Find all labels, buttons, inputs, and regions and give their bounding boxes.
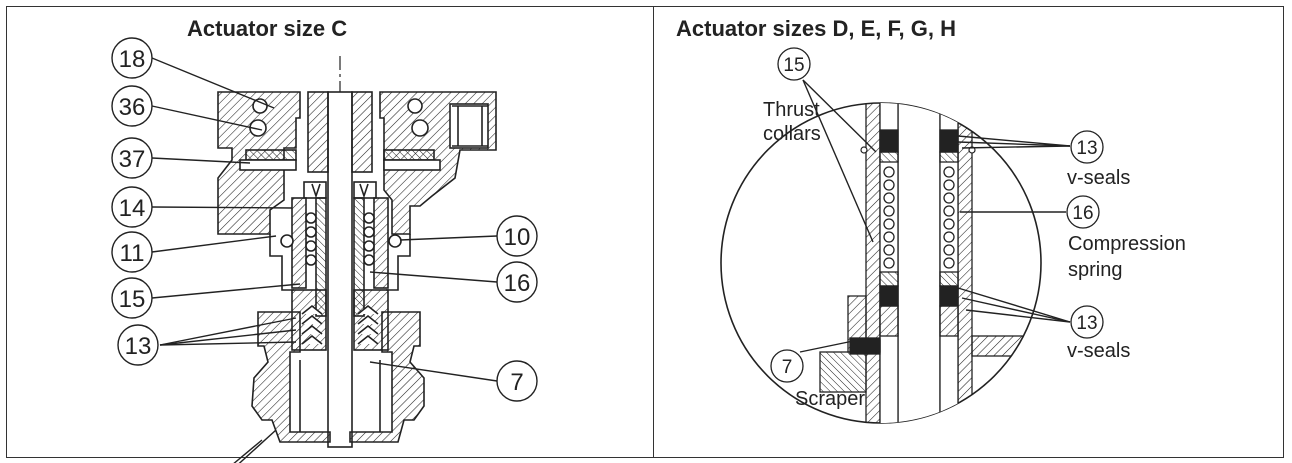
left-leader-lines (151, 57, 498, 382)
svg-text:v-seals: v-seals (1067, 167, 1130, 189)
callout-10: 10 (496, 215, 538, 257)
right-callouts: 15 Thrust collars 13 v-seals 16 Compress… (763, 47, 1186, 410)
svg-text:7: 7 (510, 369, 523, 396)
callout-13: 13 (117, 324, 159, 366)
svg-text:36: 36 (119, 94, 146, 121)
left-callouts: 18 36 37 14 11 15 13 10 16 7 (111, 37, 538, 402)
svg-text:11: 11 (120, 240, 145, 267)
right-panel-title: Actuator sizes D, E, F, G, H (676, 16, 956, 41)
svg-text:7: 7 (782, 357, 793, 378)
callout-11: 11 (111, 231, 153, 273)
callout-7-scraper: 7 Scraper (770, 349, 865, 410)
callout-18: 18 (111, 37, 153, 79)
callout-7: 7 (496, 360, 538, 402)
panel-divider (653, 6, 654, 458)
svg-text:13: 13 (1076, 138, 1097, 159)
svg-text:16: 16 (1072, 203, 1093, 224)
callout-15: 15 (111, 277, 153, 319)
svg-text:13: 13 (125, 333, 152, 360)
svg-text:14: 14 (119, 195, 146, 222)
callout-16-compression-spring: 16 Compression spring (1066, 195, 1186, 281)
svg-text:Compression: Compression (1068, 233, 1186, 255)
left-panel-title: Actuator size C (187, 16, 348, 41)
svg-text:13: 13 (1076, 313, 1097, 334)
right-leader-lines (799, 79, 1071, 353)
svg-text:10: 10 (504, 224, 531, 251)
figure-frame (6, 6, 1284, 458)
svg-text:18: 18 (119, 46, 146, 73)
svg-text:Thrust: Thrust (763, 99, 820, 121)
svg-text:v-seals: v-seals (1067, 340, 1130, 362)
svg-text:37: 37 (119, 146, 146, 173)
callout-36: 36 (111, 85, 153, 127)
svg-text:spring: spring (1068, 259, 1122, 281)
callout-37: 37 (111, 137, 153, 179)
svg-text:15: 15 (119, 286, 146, 313)
svg-text:collars: collars (763, 123, 821, 145)
actuator-size-c-drawing (217, 56, 497, 463)
callout-13-v-seals-bottom: 13 v-seals (1067, 305, 1130, 362)
callout-13-v-seals-top: 13 v-seals (1067, 130, 1130, 189)
actuator-sizes-d-h-drawing (720, 102, 1042, 424)
svg-text:Scraper: Scraper (795, 388, 865, 410)
svg-text:15: 15 (783, 55, 804, 76)
callout-15-thrust-collars: 15 Thrust collars (763, 47, 821, 145)
callout-16: 16 (496, 261, 538, 303)
callout-14: 14 (111, 186, 153, 228)
svg-text:16: 16 (504, 270, 531, 297)
